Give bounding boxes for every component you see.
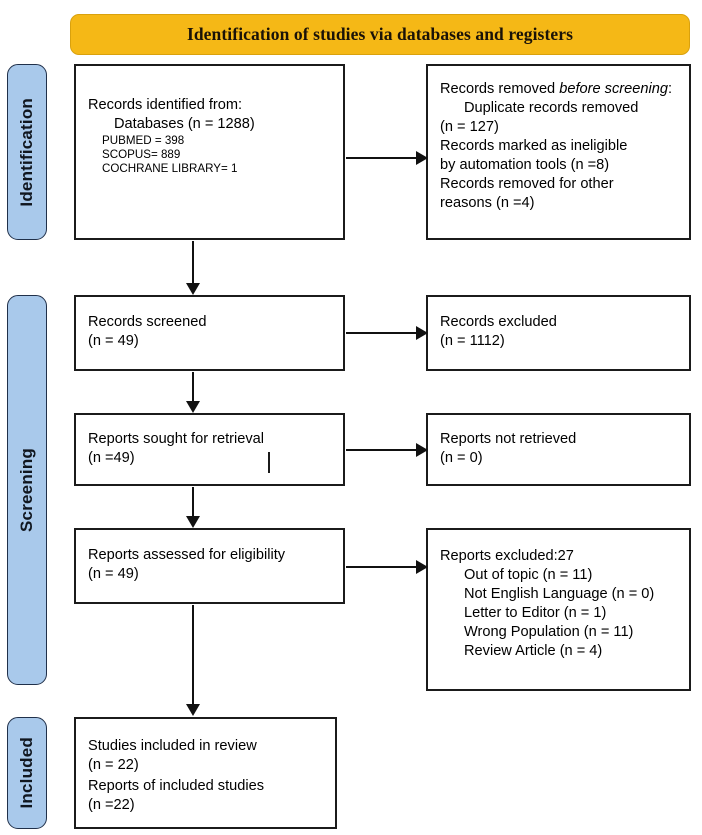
box-reports-not-retrieved: Reports not retrieved (n = 0) <box>426 413 691 486</box>
records-identified-source-pubmed: PUBMED = 398 <box>102 133 185 147</box>
records-removed-item-ineligible: Records marked as ineligible <box>440 137 628 154</box>
reports-excluded-heading: Reports excluded:27 <box>440 548 574 564</box>
reports-sought-count: (n =49) <box>88 449 135 466</box>
arrow-screened-to-excluded <box>346 326 428 340</box>
stage-band-screening: Screening <box>7 295 47 685</box>
arrow-assessed-to-reports-excluded <box>346 560 428 574</box>
stage-band-identification: Identification <box>7 64 47 240</box>
arrow-sought-to-assessed <box>186 487 200 528</box>
records-identified-line1: Records identified from: <box>88 97 243 113</box>
reports-sought-label: Reports sought for retrieval <box>88 431 265 447</box>
text-caret-artifact <box>268 452 270 473</box>
records-identified-databases: Databases (n = 1288) <box>114 115 255 132</box>
records-removed-item-ineligible-count: by automation tools (n =8) <box>440 156 610 173</box>
records-excluded-count: (n = 1112) <box>440 332 505 349</box>
box-reports-sought: Reports sought for retrieval (n =49) <box>74 413 345 486</box>
reports-excluded-reason-letter-to-editor: Letter to Editor (n = 1) <box>464 604 607 621</box>
records-removed-heading-lead: Records removed <box>440 81 560 97</box>
reports-assessed-count: (n = 49) <box>88 565 139 582</box>
box-studies-included: Studies included in review (n = 22) Repo… <box>74 717 337 829</box>
records-removed-item-duplicates: Duplicate records removed <box>464 99 639 116</box>
stage-band-included: Included <box>7 717 47 829</box>
records-removed-heading-italic: before screening <box>559 81 668 97</box>
records-identified-source-scopus: SCOPUS= 889 <box>102 148 181 162</box>
reports-included-label: Reports of included studies <box>88 777 265 794</box>
box-reports-assessed: Reports assessed for eligibility (n = 49… <box>74 528 345 604</box>
diagram-title-banner: Identification of studies via databases … <box>70 14 690 55</box>
arrow-assessed-to-included <box>186 605 200 716</box>
records-removed-heading-tail: : <box>667 81 673 97</box>
arrow-screened-to-sought <box>186 372 200 413</box>
stage-band-screening-label: Screening <box>17 448 36 532</box>
arrow-sought-to-not-retrieved <box>346 443 428 457</box>
arrow-identified-to-screened <box>186 241 200 295</box>
records-removed-item-duplicates-count: (n = 127) <box>440 118 499 135</box>
studies-included-count: (n = 22) <box>88 756 139 773</box>
records-removed-item-other-count: reasons (n =4) <box>440 194 535 211</box>
reports-excluded-reason-wrong-population: Wrong Population (n = 11) <box>464 623 634 640</box>
records-identified-source-cochrane: COCHRANE LIBRARY= 1 <box>102 162 238 176</box>
records-removed-item-other: Records removed for other <box>440 175 614 192</box>
diagram-title-text: Identification of studies via databases … <box>186 24 574 44</box>
arrow-identified-to-removed <box>346 151 428 165</box>
studies-included-label: Studies included in review <box>88 738 257 754</box>
stage-band-identification-label: Identification <box>17 97 36 207</box>
box-records-identified: Records identified from: Databases (n = … <box>74 64 345 240</box>
box-records-excluded: Records excluded (n = 1112) <box>426 295 691 371</box>
records-excluded-label: Records excluded <box>440 314 557 330</box>
records-screened-label: Records screened <box>88 314 207 330</box>
reports-assessed-label: Reports assessed for eligibility <box>88 547 286 563</box>
reports-not-retrieved-label: Reports not retrieved <box>440 431 577 447</box>
reports-excluded-reason-not-english: Not English Language (n = 0) <box>464 585 655 602</box>
reports-excluded-reason-review-article: Review Article (n = 4) <box>464 642 603 659</box>
box-records-removed: Records removed before screening: Duplic… <box>426 64 691 240</box>
records-screened-count: (n = 49) <box>88 332 139 349</box>
reports-included-count: (n =22) <box>88 796 135 813</box>
records-removed-heading: Records removed before screening: <box>440 80 679 99</box>
reports-not-retrieved-count: (n = 0) <box>440 449 483 466</box>
reports-excluded-reason-out-of-topic: Out of topic (n = 11) <box>464 566 593 583</box>
box-records-screened: Records screened (n = 49) <box>74 295 345 371</box>
box-reports-excluded: Reports excluded:27 Out of topic (n = 11… <box>426 528 691 691</box>
stage-band-included-label: Included <box>17 737 36 809</box>
